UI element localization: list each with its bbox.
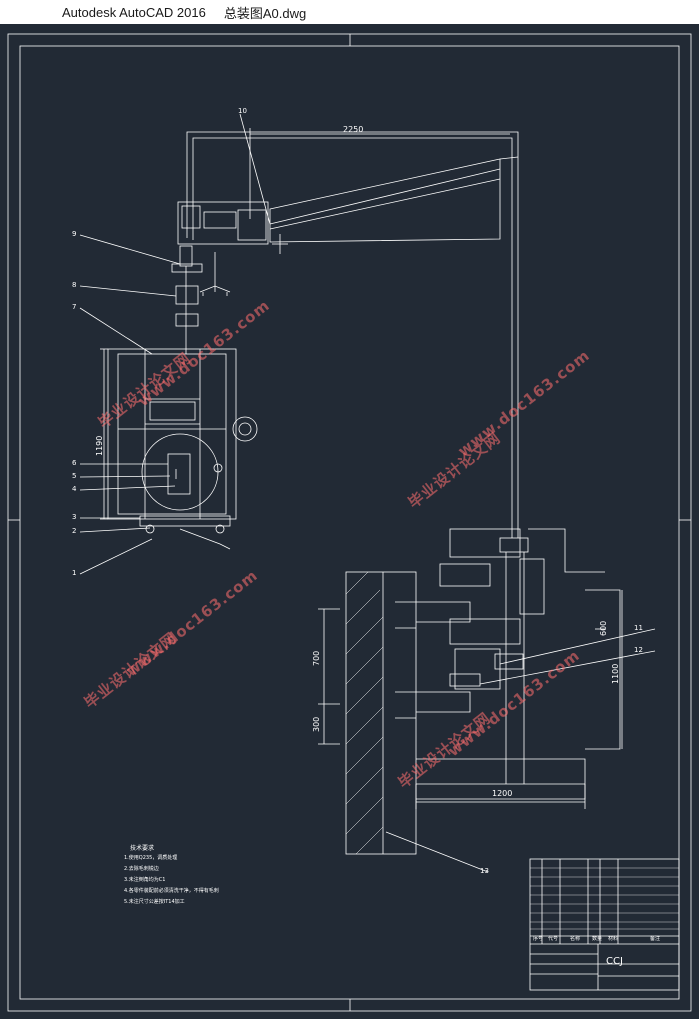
- dimension-300: 300: [312, 716, 321, 732]
- title-block-header-4: 数量: [592, 936, 603, 942]
- cabinet: [107, 348, 237, 520]
- part-label-9: 9: [72, 230, 77, 238]
- wall: [345, 571, 417, 855]
- dimension-base-width: 1200: [492, 789, 513, 798]
- part-label-7: 7: [72, 303, 77, 311]
- trolley: [177, 201, 269, 245]
- file-name: 总装图A0.dwg: [223, 5, 307, 21]
- drawing-svg[interactable]: [0, 24, 699, 1019]
- top-frame: [186, 131, 519, 538]
- title-bar: Autodesk AutoCAD 2016 总装图A0.dwg: [0, 0, 699, 24]
- outer-border: [7, 33, 692, 1012]
- part-label-5: 5: [72, 472, 77, 480]
- title-block-header-2: 代号: [548, 936, 559, 942]
- notes-line-4: 4.各零件装配前必须清洗干净，不得有毛刺: [124, 888, 219, 894]
- lower-motor: [449, 618, 521, 645]
- title-block-code: CCJ: [606, 956, 623, 967]
- part-label-11: 11: [634, 624, 643, 632]
- title-block-header-3: 名称: [570, 936, 581, 942]
- dimension-600: 600: [599, 620, 608, 636]
- app-title: Autodesk AutoCAD 2016: [62, 4, 206, 20]
- part-label-12: 12: [634, 646, 643, 654]
- inner-border: [19, 45, 680, 1000]
- dimension-700: 700: [312, 650, 321, 666]
- notes-line-5: 5.未注尺寸公差按IT14加工: [124, 899, 185, 905]
- upper-motor: [449, 528, 521, 558]
- dimension-top-span: 2250: [343, 125, 364, 134]
- part-label-13: 13: [480, 867, 489, 875]
- dimension-1100: 1100: [611, 663, 620, 684]
- dimension-height-left: 1190: [95, 435, 104, 456]
- part-label-2: 2: [72, 527, 77, 535]
- title-block: [529, 858, 680, 991]
- part-label-8: 8: [72, 281, 77, 289]
- part-label-1: 1: [72, 569, 77, 577]
- notes-title: 技术要求: [130, 845, 155, 852]
- notes-line-2: 2.去除毛刺锐边: [124, 866, 159, 872]
- drum: [141, 433, 219, 511]
- notes-line-3: 3.未注倒角均为C1: [124, 877, 166, 883]
- title-block-header-5: 材料: [608, 936, 619, 942]
- part-label-3: 3: [72, 513, 77, 521]
- title-block-header-1: 序号: [533, 936, 544, 942]
- part-label-6: 6: [72, 459, 77, 467]
- jib-arm: [269, 158, 501, 243]
- part-label-10: 10: [238, 107, 247, 115]
- part-label-4: 4: [72, 485, 77, 493]
- notes-line-1: 1.使用Q235，调质处理: [124, 855, 178, 861]
- title-block-header-6: 备注: [650, 936, 661, 942]
